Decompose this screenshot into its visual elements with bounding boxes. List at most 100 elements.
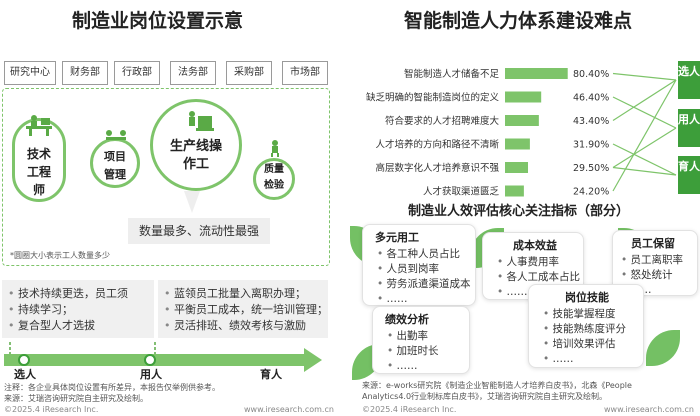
technician-label-3: 师 — [32, 183, 45, 197]
manager-meeting-icon — [106, 130, 126, 140]
kpi-item: 劳务派遣渠道成本 — [377, 277, 475, 292]
kpi-item: …… — [377, 292, 475, 307]
bar — [505, 162, 529, 173]
worker-machine-icon — [189, 111, 214, 131]
kpi-item: …… — [543, 352, 643, 367]
right-source-line-2: Analytics4.0行业制标库白皮书》，艾瑞咨询研究院自主研究及绘制。 — [362, 392, 608, 401]
right-copyright: ©2025.4 iResearch Inc. — [362, 405, 457, 414]
dept-purchasing: 采购部 — [226, 61, 272, 85]
value-label: 29.50% — [573, 163, 609, 174]
right-bullet: 平衡员工成本，统一培训管理； — [164, 302, 328, 318]
kpi-item: 技能掌握程度 — [543, 307, 643, 322]
mapping-line — [612, 143, 677, 176]
value-label: 43.40% — [573, 116, 609, 127]
kpi-box-title: 岗位技能 — [565, 291, 609, 304]
value-label: 24.20% — [573, 187, 609, 198]
timeline-label-develop: 育人 — [260, 368, 282, 381]
bar — [505, 138, 530, 150]
left-source: 来源：艾瑞咨询研究院自主研究及绘制。 — [4, 394, 148, 403]
right-bullet: 灵活排班、绩效考核与激励 — [164, 318, 328, 334]
category-label: 缺乏明确的智能制造岗位的定义 — [366, 92, 500, 104]
inspector-icon — [271, 140, 279, 157]
category-label: 人才获取渠道匮乏 — [423, 186, 500, 198]
kpi-item: …… — [387, 359, 469, 374]
kpi-box-title: 绩效分析 — [385, 313, 429, 326]
kpi-item: 人员到岗率 — [377, 262, 475, 277]
kpi-item: 员工离职率 — [621, 253, 697, 268]
callout-box: 数量最多、流动性最强 — [128, 218, 270, 244]
bar — [505, 91, 542, 103]
kpi-item: 怒处统计 — [621, 268, 697, 283]
timeline-label-select: 选人 — [14, 368, 36, 381]
dept-marketing: 市场部 — [282, 61, 328, 85]
kpi-box-performance: 绩效分析 出勤率 加班时长 …… — [372, 306, 470, 374]
kpi-item: …… — [497, 285, 583, 300]
mapping-line — [612, 79, 677, 122]
mapping-line — [612, 72, 677, 81]
left-title: 制造业岗位设置示意 — [72, 10, 244, 32]
category-label: 符合要求的人才招聘难度大 — [385, 115, 500, 127]
kpi-title: 制造业人效评估核心关注指标（部分） — [408, 204, 630, 219]
kpi-box-title: 员工保留 — [631, 237, 675, 250]
kpi-item: 人事费用率 — [497, 255, 583, 270]
timeline-label-use: 用人 — [140, 368, 162, 381]
technician-label-1: 技术 — [26, 147, 51, 161]
dept-research: 研究中心 — [4, 61, 56, 85]
category-label: 人才培养的方向和路径不清晰 — [375, 139, 499, 151]
role-qc-inspector: 质量 检验 — [253, 140, 295, 200]
category-label: 高层数字化人才培养意识不强 — [375, 162, 499, 174]
stage-box-develop: 育人 — [678, 156, 700, 194]
value-label: 80.40% — [573, 69, 609, 80]
left-site: www.iresearch.com.cn — [244, 405, 334, 414]
bar — [505, 68, 568, 79]
left-bullet: 技术持续更迭，员工须 — [8, 286, 128, 302]
role-project-manager: 项目 管理 — [90, 130, 140, 188]
value-label: 46.40% — [573, 93, 609, 104]
right-bullets-list: 蓝领员工批量入离职办理； 平衡员工成本，统一培训管理； 灵活排班、绩效考核与激励 — [164, 286, 328, 334]
kpi-item: 出勤率 — [387, 329, 469, 344]
stage-box-select: 选人 — [678, 61, 700, 99]
mapping-line — [612, 166, 677, 176]
kpi-box-title: 多元用工 — [375, 231, 419, 244]
kpi-item: 各人工成本占比 — [497, 270, 583, 285]
mapping-line — [612, 79, 677, 192]
callout-pointer — [184, 191, 200, 213]
technician-desk-icon — [26, 115, 52, 136]
qc-label-2: 检验 — [264, 180, 284, 191]
value-label: 31.90% — [573, 140, 609, 151]
left-bullet-cont: 持续学习； — [8, 302, 128, 318]
technician-label-2: 工程 — [26, 165, 51, 179]
left-note: 注释：各企业具体岗位设置有所差异，本报告仅举例供参考。 — [4, 383, 220, 392]
kpi-box-diverse-employment: 多元用工 各工种人员占比 人员到岗率 劳务派遣渠道成本 …… — [362, 224, 476, 306]
stage-box-use: 用人 — [678, 109, 700, 147]
pm-label-1: 项目 — [104, 150, 126, 163]
bar — [505, 185, 524, 197]
right-title: 智能制造人力体系建设难点 — [404, 10, 633, 32]
kpi-box-title: 成本效益 — [513, 239, 557, 252]
dept-finance: 财务部 — [62, 61, 108, 85]
role-technician: 技术 工程 师 — [12, 115, 66, 202]
difficulty-bar-chart: 智能制造人才储备不足 80.40% 缺乏明确的智能制造岗位的定义 46.40% 符合要求… — [366, 68, 677, 198]
kpi-item: 技能熟练度评分 — [543, 322, 643, 337]
category-label: 智能制造人才储备不足 — [404, 68, 500, 80]
circle-size-note: *圆圈大小表示工人数量多少 — [10, 251, 110, 260]
right-source-line-1: 来源：e-works研究院《制造企业智能制造人才培养白皮书》，北森《People — [362, 381, 632, 390]
left-bullets-list: 技术持续更迭，员工须 持续学习； 复合型人才选拔 — [8, 286, 128, 334]
kpi-item: 培训效果评估 — [543, 337, 643, 352]
worker-label-2: 作工 — [182, 157, 209, 172]
worker-label-1: 生产线操 — [169, 139, 222, 154]
dept-legal: 法务部 — [170, 61, 216, 85]
leaf-decoration — [646, 330, 680, 366]
mapping-line — [612, 96, 677, 129]
dept-admin: 行政部 — [114, 61, 160, 85]
mapping-line — [612, 127, 677, 169]
timeline — [4, 340, 322, 372]
role-area — [2, 88, 330, 266]
left-copyright: ©2025.4 iResearch Inc. — [4, 405, 99, 414]
pm-label-2: 管理 — [104, 168, 126, 181]
role-line-worker: 生产线操 作工 — [150, 99, 242, 191]
left-bullet: 复合型人才选拔 — [8, 318, 128, 334]
bar — [505, 115, 539, 126]
right-bullet: 蓝领员工批量入离职办理； — [164, 286, 328, 302]
kpi-item: 加班时长 — [387, 344, 469, 359]
